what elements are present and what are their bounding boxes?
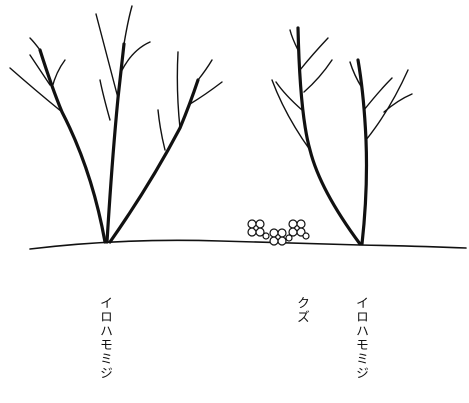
kudzu-plant: [247, 219, 310, 246]
kudzu-label: クズ: [294, 296, 309, 324]
right-tree-label: イロハモミジ: [353, 296, 368, 380]
left-tree-label: イロハモミジ: [97, 296, 112, 380]
kudzu-leaf: [302, 232, 310, 240]
kudzu-leaf: [285, 234, 293, 242]
kudzu-leaf: [262, 232, 270, 240]
kudzu-flower: [288, 219, 306, 237]
ground-line: [29, 239, 467, 250]
kudzu-flower: [269, 228, 287, 246]
kudzu-flower: [247, 219, 265, 237]
right-maple-tree: [271, 26, 413, 246]
left-maple-tree: [9, 5, 223, 244]
